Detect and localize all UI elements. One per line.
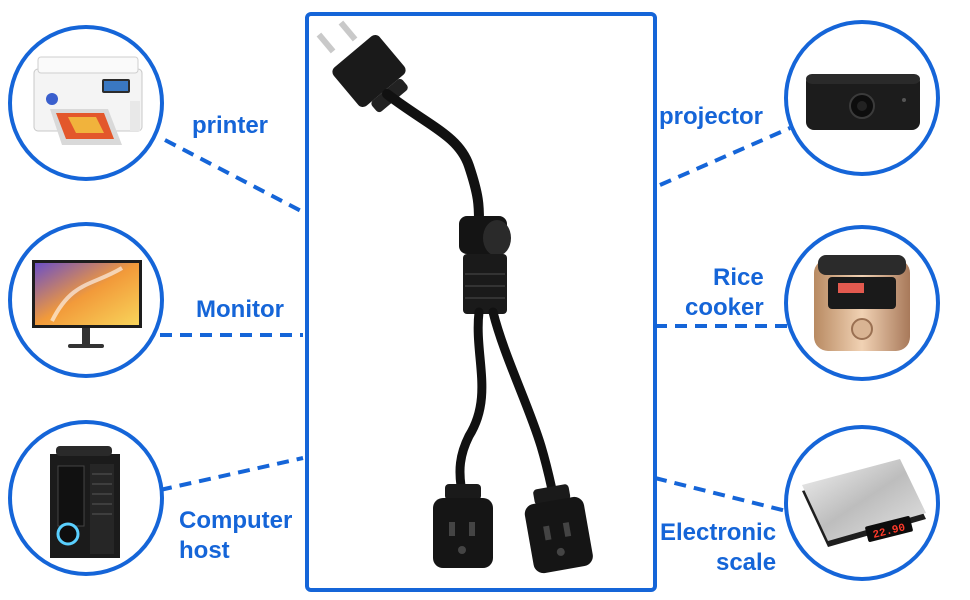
printer-label: printer bbox=[192, 112, 269, 139]
y-splitter-power-cord-icon bbox=[316, 20, 593, 574]
kitchen-scale-icon: 22.90 bbox=[802, 459, 926, 547]
monitor-label: Monitor bbox=[196, 296, 284, 323]
projector-circle bbox=[784, 20, 940, 176]
computer-tower-icon bbox=[50, 446, 120, 558]
rice-cooker-label-line2: cooker bbox=[685, 294, 764, 321]
scale-label-line1: Electronic bbox=[660, 519, 777, 546]
monitor-icon bbox=[32, 260, 142, 348]
rice-cooker-label: Rice cooker bbox=[685, 263, 764, 323]
scale-label: Electronic scale bbox=[660, 518, 776, 578]
rice-cooker-label-line1: Rice bbox=[713, 264, 764, 291]
projector-icon bbox=[806, 74, 920, 130]
scale-circle: 22.90 bbox=[784, 425, 940, 581]
scale-label-line2: scale bbox=[715, 549, 777, 576]
projector-label: projector bbox=[659, 103, 764, 130]
printer-circle bbox=[8, 25, 164, 181]
rice-cooker-icon bbox=[814, 255, 910, 351]
printer-icon bbox=[33, 56, 143, 145]
monitor-circle bbox=[8, 222, 164, 378]
computer-label: Computer host bbox=[179, 506, 292, 566]
rice-cooker-circle bbox=[784, 225, 940, 381]
computer-circle bbox=[8, 420, 164, 576]
computer-label-line1: Computer bbox=[179, 507, 293, 534]
product-frame bbox=[305, 12, 657, 592]
computer-label-line2: host bbox=[179, 537, 230, 564]
